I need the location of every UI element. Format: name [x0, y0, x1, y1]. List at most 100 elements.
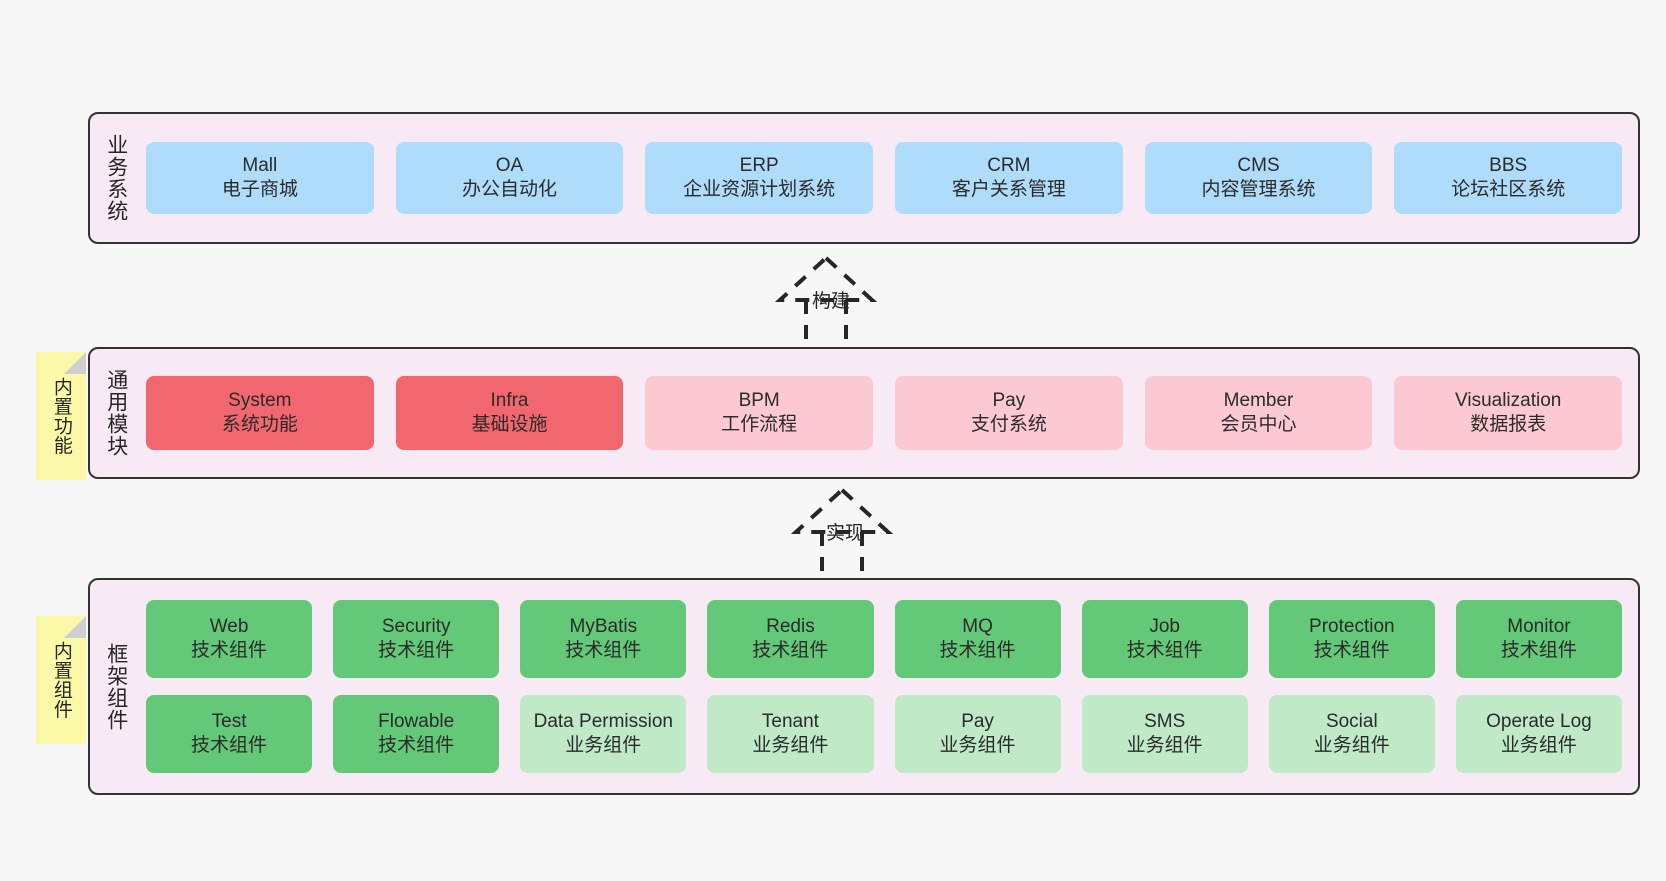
card-oa[interactable]: OA 办公自动化 [395, 142, 624, 214]
card-title: BBS [1489, 154, 1528, 176]
card-data-permission[interactable]: Data Permission 业务组件 [520, 695, 687, 773]
card-subtitle: 会员中心 [1220, 414, 1297, 435]
card-subtitle: 内容管理系统 [1201, 179, 1316, 200]
card-security[interactable]: Security 技术组件 [333, 600, 500, 678]
card-operate-log[interactable]: Operate Log 业务组件 [1455, 695, 1622, 773]
card-title: System [228, 389, 292, 411]
card-title: Data Permission [533, 710, 673, 732]
card-subtitle: 基础设施 [471, 414, 548, 435]
layer-common-modules: 通用模块 System 系统功能 Infra 基础设施 BPM 工作流程 Pay… [88, 347, 1640, 479]
card-title: Pay [961, 710, 994, 732]
card-row: System 系统功能 Infra 基础设施 BPM 工作流程 Pay 支付系统… [146, 376, 1623, 450]
card-title: Web [209, 615, 249, 637]
card-pay-component[interactable]: Pay 业务组件 [894, 695, 1061, 773]
card-subtitle: 技术组件 [1313, 640, 1390, 661]
card-subtitle: 业务组件 [565, 735, 642, 756]
card-title: Operate Log [1486, 710, 1592, 732]
card-title: Member [1223, 389, 1294, 411]
layer-title-common: 通用模块 [104, 369, 128, 457]
card-sms[interactable]: SMS 业务组件 [1081, 695, 1248, 773]
card-title: CRM [987, 154, 1031, 176]
dashed-hollow-arrow-icon [774, 255, 878, 348]
card-flowable[interactable]: Flowable 技术组件 [333, 695, 500, 773]
card-mq[interactable]: MQ 技术组件 [894, 600, 1061, 678]
card-title: Mall [242, 154, 278, 176]
card-title: Security [381, 615, 451, 637]
layer-framework-components: 框架组件 Web 技术组件 Security 技术组件 MyBatis 技术组件… [88, 578, 1640, 795]
card-title: SMS [1144, 710, 1186, 732]
layer-business-systems: 业务系统 Mall 电子商城 OA 办公自动化 ERP 企业资源计划系统 CRM… [88, 112, 1640, 244]
card-title: CMS [1237, 154, 1280, 176]
card-title: Monitor [1507, 615, 1571, 637]
card-subtitle: 系统功能 [221, 414, 298, 435]
card-bbs[interactable]: BBS 论坛社区系统 [1394, 142, 1623, 214]
card-crm[interactable]: CRM 客户关系管理 [895, 142, 1123, 214]
card-subtitle: 技术组件 [565, 640, 642, 661]
layer-body-framework: Web 技术组件 Security 技术组件 MyBatis 技术组件 Redi… [142, 580, 1638, 793]
card-subtitle: 数据报表 [1470, 414, 1547, 435]
connector-build [726, 252, 926, 350]
card-monitor[interactable]: Monitor 技术组件 [1455, 600, 1622, 678]
card-title: Redis [766, 615, 815, 637]
card-tenant[interactable]: Tenant 业务组件 [707, 695, 874, 773]
card-mybatis[interactable]: MyBatis 技术组件 [520, 600, 687, 678]
card-title: Job [1149, 615, 1180, 637]
card-member[interactable]: Member 会员中心 [1144, 376, 1373, 450]
card-system[interactable]: System 系统功能 [146, 376, 374, 450]
card-social[interactable]: Social 业务组件 [1268, 695, 1435, 773]
card-subtitle: 论坛社区系统 [1451, 179, 1566, 200]
card-subtitle: 技术组件 [191, 735, 268, 756]
card-pay[interactable]: Pay 支付系统 [895, 376, 1123, 450]
card-mall[interactable]: Mall 电子商城 [146, 142, 374, 214]
card-subtitle: 业务组件 [939, 735, 1016, 756]
card-title: Flowable [378, 710, 455, 732]
card-erp[interactable]: ERP 企业资源计划系统 [645, 142, 874, 214]
connector-build-label: 构建 [812, 291, 851, 312]
card-subtitle: 支付系统 [970, 414, 1047, 435]
card-infra[interactable]: Infra 基础设施 [395, 376, 624, 450]
card-subtitle: 技术组件 [191, 640, 268, 661]
card-title: Tenant [761, 710, 819, 732]
layer-title-framework: 框架组件 [104, 642, 128, 731]
card-title: Test [211, 710, 247, 732]
layer-body-common: System 系统功能 Infra 基础设施 BPM 工作流程 Pay 支付系统… [142, 349, 1638, 477]
card-subtitle: 工作流程 [721, 414, 798, 435]
card-protection[interactable]: Protection 技术组件 [1268, 600, 1435, 678]
card-job[interactable]: Job 技术组件 [1081, 600, 1248, 678]
card-subtitle: 业务组件 [1313, 735, 1390, 756]
card-title: MyBatis [569, 615, 638, 637]
card-title: Visualization [1455, 389, 1562, 411]
layer-body-business: Mall 电子商城 OA 办公自动化 ERP 企业资源计划系统 CRM 客户关系… [142, 114, 1638, 242]
card-subtitle: 技术组件 [939, 640, 1016, 661]
card-subtitle: 技术组件 [1500, 640, 1577, 661]
card-subtitle: 技术组件 [378, 640, 455, 661]
note-builtin-features: 内置功能 [36, 352, 86, 480]
card-subtitle: 业务组件 [1500, 735, 1577, 756]
card-title: BPM [738, 389, 780, 411]
card-web[interactable]: Web 技术组件 [146, 600, 313, 678]
card-subtitle: 技术组件 [378, 735, 455, 756]
card-title: OA [495, 154, 524, 176]
card-subtitle: 客户关系管理 [951, 179, 1066, 200]
card-title: Pay [992, 389, 1026, 411]
card-subtitle: 技术组件 [1126, 640, 1203, 661]
card-subtitle: 业务组件 [752, 735, 829, 756]
card-title: ERP [739, 154, 779, 176]
card-title: Protection [1309, 615, 1395, 637]
card-subtitle: 办公自动化 [462, 179, 558, 200]
card-subtitle: 企业资源计划系统 [683, 179, 836, 200]
connector-implement [742, 484, 942, 582]
card-title: Social [1325, 710, 1378, 732]
card-row: Web 技术组件 Security 技术组件 MyBatis 技术组件 Redi… [146, 600, 1622, 678]
note-builtin-components: 内置组件 [36, 616, 86, 744]
card-subtitle: 电子商城 [221, 179, 298, 200]
card-cms[interactable]: CMS 内容管理系统 [1144, 142, 1373, 214]
connector-implement-label: 实现 [826, 523, 865, 544]
card-redis[interactable]: Redis 技术组件 [707, 600, 874, 678]
card-subtitle: 技术组件 [752, 640, 829, 661]
card-visualization[interactable]: Visualization 数据报表 [1394, 376, 1623, 450]
card-bpm[interactable]: BPM 工作流程 [645, 376, 874, 450]
card-row: Mall 电子商城 OA 办公自动化 ERP 企业资源计划系统 CRM 客户关系… [146, 142, 1623, 214]
card-test[interactable]: Test 技术组件 [146, 695, 313, 773]
